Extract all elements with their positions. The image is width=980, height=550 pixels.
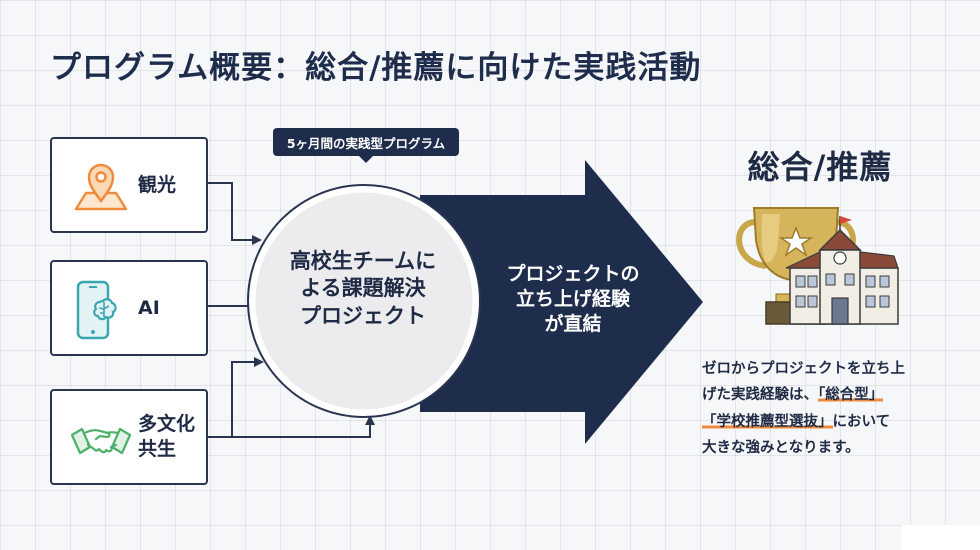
page-title: プログラム概要：総合/推薦に向けた実践活動 xyxy=(50,50,702,86)
trophy-school-icon xyxy=(736,207,899,325)
source-label-tabunka: 多文化 共生 xyxy=(138,413,196,460)
description-line-1: ゼロからプロジェクトを立ち上 xyxy=(702,361,905,377)
map-pin-icon xyxy=(74,163,128,211)
source-label-ai: AI xyxy=(138,296,160,319)
source-box-tabunka: 多文化 共生 xyxy=(50,389,208,485)
description-line-3: 「学校推薦型選抜」において xyxy=(702,409,952,435)
connector-tabunka-branch xyxy=(231,357,264,437)
highlight-suisen: 「学校推薦型選抜」 xyxy=(702,413,833,430)
project-circle xyxy=(248,185,480,417)
circle-text: 高校生チームに よる課題解決 プロジェクト xyxy=(289,249,437,328)
description-text: において xyxy=(832,413,891,430)
highlight-sogo: 「総合型」 xyxy=(818,387,884,404)
connector-tabunka xyxy=(208,415,375,438)
description-line-2: げた実践経験は、「総合型」 xyxy=(702,382,952,408)
smartphone-brain-icon xyxy=(76,280,117,340)
source-box-kanko: 観光 xyxy=(50,137,208,233)
destination-title: 総合/推薦 xyxy=(747,148,893,186)
corner-patch xyxy=(902,525,980,550)
source-label-kanko: 観光 xyxy=(138,173,177,196)
program-tag: 5ヶ月間の実践型プログラム xyxy=(273,128,459,163)
handshake-icon xyxy=(70,427,132,455)
description: ゼロからプロジェクトを立ち上 げた実践経験は、「総合型」 「学校推薦型選抜」にお… xyxy=(702,356,952,462)
source-box-ai: AI xyxy=(50,260,208,356)
description-line-4: 大きな強みとなります。 xyxy=(702,440,860,457)
arrow-text: プロジェクトの 立ち上げ経験 が直結 xyxy=(506,263,640,336)
flow-arrow xyxy=(420,160,703,444)
connector-kanko xyxy=(208,182,262,245)
description-text: げた実践経験は、 xyxy=(702,387,818,404)
